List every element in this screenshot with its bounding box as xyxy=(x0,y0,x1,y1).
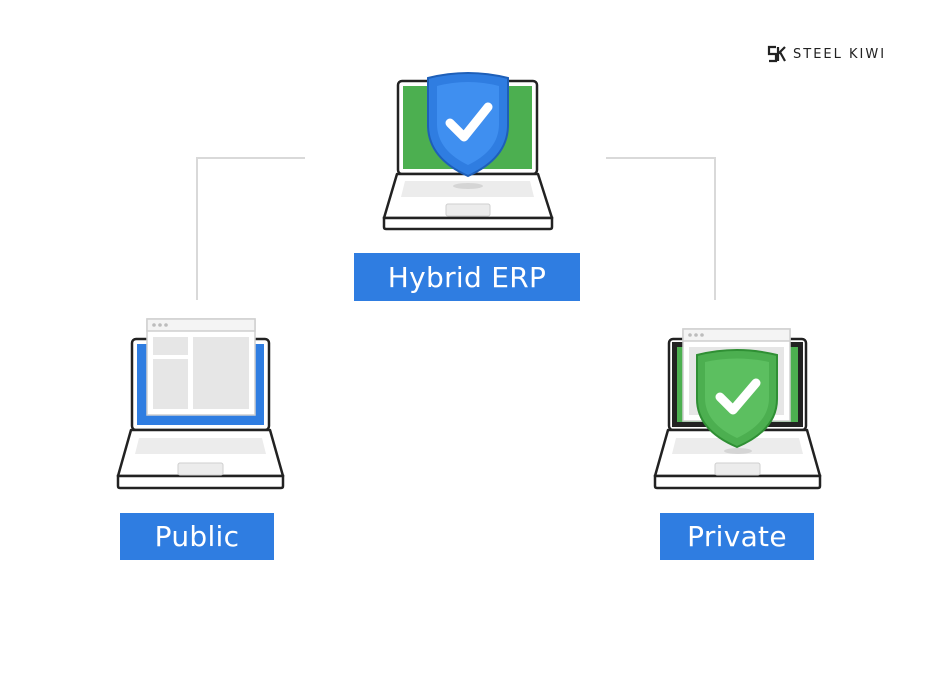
connector-left xyxy=(196,157,305,300)
label-hybrid-erp: Hybrid ERP xyxy=(354,253,580,301)
brand-name: STEEL KIWI xyxy=(793,46,887,62)
checkmark-icon xyxy=(445,102,493,142)
steel-kiwi-logo-icon xyxy=(767,45,786,63)
browser-window-icon xyxy=(146,318,256,416)
label-public: Public xyxy=(120,513,274,560)
checkmark-private-icon xyxy=(715,378,761,415)
brand-logo: STEEL KIWI xyxy=(767,44,886,64)
connector-right xyxy=(606,157,716,300)
label-private: Private xyxy=(660,513,814,560)
shield-icon xyxy=(427,72,509,178)
